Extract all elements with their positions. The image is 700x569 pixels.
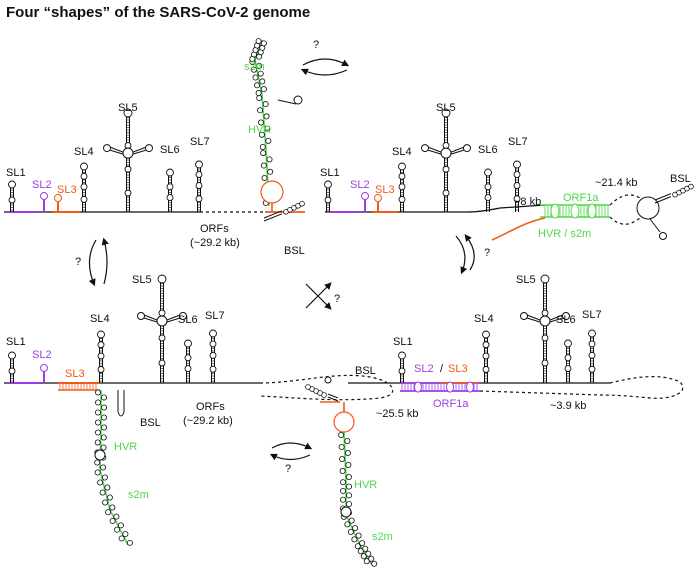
sl2-label-4: SL2 [414,363,434,375]
s2m-label: s2m [244,61,265,73]
sl7-label: SL7 [190,136,210,148]
arrow-bottom-a [271,442,313,450]
orf1a-label: ORF1a [563,192,599,204]
sl3-label-3: SL3 [65,368,85,380]
sl1-stem [8,180,16,212]
bsl-label: BSL [284,245,305,257]
sl2-sl3-separator: / [440,363,444,375]
panel-top-left: SL1 SL2 SL3 SL4 SL5 SL6 SL7 ORFs (~29.2 … [4,38,305,257]
question-right: ? [484,247,490,259]
bsl-stem [263,201,305,222]
sl2-sl3-orf1a-duplex [401,381,478,393]
s2m-label-4: s2m [372,531,393,543]
question-bottom: ? [285,463,291,475]
question-left: ? [75,256,81,268]
arrow-top-a [302,58,350,67]
arrow-diag-b [305,283,332,310]
sl2-label-2: SL2 [350,179,370,191]
len-8kb: ~8 kb [514,196,541,208]
question-top: ? [313,39,319,51]
sl5-label-3: SL5 [132,274,152,286]
sl3-duplex [58,383,100,391]
hvr-label-4: HVR [354,479,377,491]
sl2-label-3: SL2 [32,349,52,361]
sl4-label-2: SL4 [392,146,412,158]
sl2-label: SL2 [32,179,52,191]
orf1a-label-4: ORF1a [433,398,469,410]
sl1-label-4: SL1 [393,336,413,348]
panel-bottom-left: SL1 SL2 SL3 SL4 SL5 SL6 SL7 ORFs (~29.2 … [4,274,394,546]
figure-title: Four “shapes” of the SARS-CoV-2 genome [6,4,311,21]
arrow-left-a [88,239,97,287]
sl2-stem [40,192,48,212]
orfs-length-3: (~29.2 kb) [183,415,233,427]
question-center: ? [334,293,340,305]
sl7-label-4: SL7 [582,309,602,321]
len-39kb: ~3.9 kb [550,400,586,412]
sl1-label: SL1 [6,167,26,179]
bsl-label-4: BSL [355,365,376,377]
sl5-label: SL5 [118,102,138,114]
sl7-label-3: SL7 [205,310,225,322]
arrow-top-b [300,68,348,76]
hvr-label-3: HVR [114,441,137,453]
sl3-label-4: SL3 [448,363,468,375]
hvr-label: HVR [248,124,271,136]
sl3-label: SL3 [57,184,77,196]
arrow-right-b [464,234,475,271]
bsl-label-3: BSL [140,417,161,429]
orf1a-hvr-duplex [544,203,609,219]
arrow-left-b [101,237,109,285]
hvr-s2m-stem [249,38,303,212]
arrow-bottom-b [269,453,311,461]
s2m-label-3: s2m [128,489,149,501]
sl3-stem [54,194,62,212]
len-21kb: ~21.4 kb [595,177,638,189]
sl6-label: SL6 [160,144,180,156]
panel-top-right: SL1 SL2 SL3 SL4 SL5 SL6 SL7 ~8 kb ~21.4 … [320,102,694,241]
sl4-label: SL4 [74,146,94,158]
sl6-label-2: SL6 [478,144,498,156]
arrow-right-a [455,235,468,275]
sl4-label-3: SL4 [90,313,110,325]
len-25kb: ~25.5 kb [376,408,419,420]
orfs-label-3: ORFs [196,401,225,413]
sl1-label-3: SL1 [6,336,26,348]
sl5-label-4: SL5 [516,274,536,286]
transition-arrows: ? ? ? ? ? [75,39,490,475]
sl6-label-4: SL6 [556,314,576,326]
sl6-label-3: SL6 [178,314,198,326]
orfs-label: ORFs [200,223,229,235]
panel-bottom-right: SL1 SL2 / SL3 SL4 SL5 SL6 SL7 ORF1a ~25.… [305,274,684,567]
sl1-label-2: SL1 [320,167,340,179]
orfs-length: (~29.2 kb) [190,237,240,249]
hvr-s2m-label: HVR / s2m [538,228,591,240]
sl5-label-2: SL5 [436,102,456,114]
bsl-label-2: BSL [670,173,691,185]
sl3-label-2: SL3 [375,184,395,196]
sl7-label-2: SL7 [508,136,528,148]
sl4-label-4: SL4 [474,313,494,325]
